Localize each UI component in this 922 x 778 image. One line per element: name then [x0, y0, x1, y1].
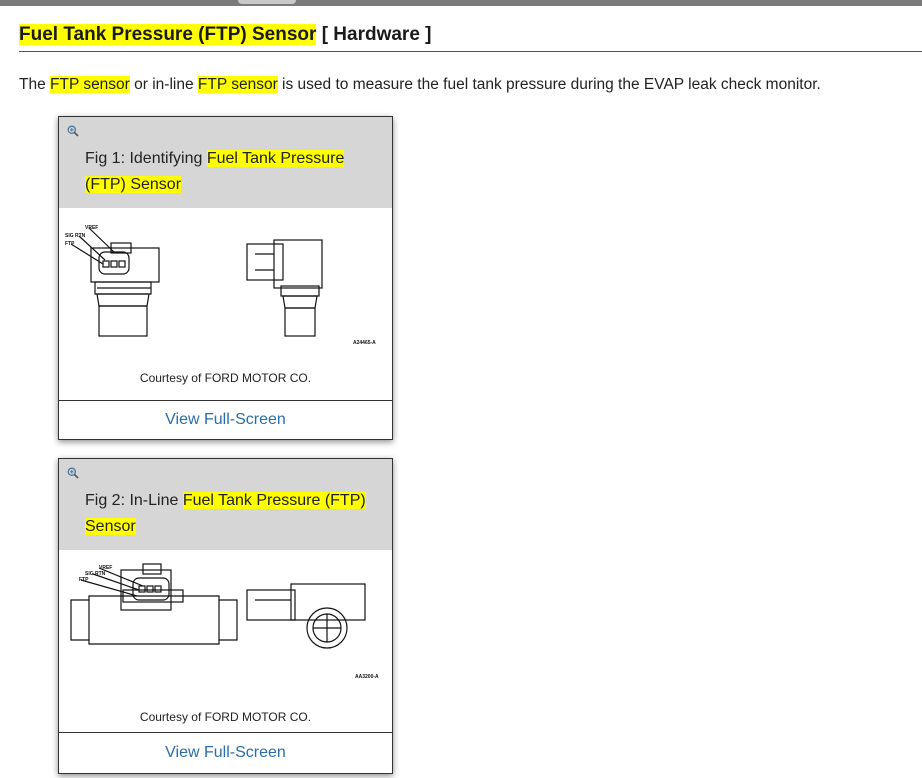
toolbar-tab[interactable] — [238, 0, 296, 4]
figure-title: Fig 2: In-Line Fuel Tank Pressure (FTP) S… — [59, 459, 392, 540]
figure-credit: Courtesy of FORD MOTOR CO. — [139, 710, 312, 724]
intro-paragraph: The FTP sensor or in-line FTP sensor is … — [19, 76, 821, 94]
figure-header: Fig 1: Identifying Fuel Tank Pressure (FT… — [59, 117, 392, 208]
ftp-sensor-diagram: VREF SIG RTN FTP A24465-A — [65, 225, 376, 346]
top-toolbar-strip — [0, 0, 922, 6]
section-heading: Fuel Tank Pressure (FTP) Sensor [ Hardwa… — [19, 24, 922, 52]
figure-code: AA3200-A — [355, 674, 379, 680]
callout-vref: VREF — [85, 225, 98, 231]
figure-title: Fig 1: Identifying Fuel Tank Pressure (FT… — [59, 117, 392, 198]
zoom-in-icon[interactable] — [67, 467, 79, 479]
figure-code: A24465-A — [353, 340, 376, 346]
figure-title-highlight: Fuel Tank Pressure (FTP) — [182, 492, 366, 509]
intro-highlight: FTP sensor — [197, 76, 278, 93]
figure-title-prefix: Fig 1: Identifying — [85, 150, 207, 167]
figure-card-2: Fig 2: In-Line Fuel Tank Pressure (FTP) S… — [58, 458, 393, 774]
callout-ftp: FTP — [65, 241, 75, 247]
view-full-screen-link[interactable]: View Full-Screen — [59, 732, 392, 773]
callout-vref: VREF — [99, 565, 112, 571]
callout-ftp: FTP — [79, 577, 89, 583]
figure-header: Fig 2: In-Line Fuel Tank Pressure (FTP) S… — [59, 459, 392, 550]
figure-title-highlight: Sensor — [85, 518, 136, 535]
figure-title-highlight: (FTP) Sensor — [85, 176, 182, 193]
figure-title-highlight: Fuel Tank Pressure — [206, 150, 345, 167]
zoom-in-icon[interactable] — [67, 125, 79, 137]
callout-sig-rtn: SIG RTN — [85, 571, 106, 577]
heading-tag: [ Hardware ] — [321, 24, 432, 45]
intro-text: The — [19, 76, 51, 93]
figure-title-prefix: Fig 2: In-Line — [85, 492, 183, 509]
figure-card-1: Fig 1: Identifying Fuel Tank Pressure (FT… — [58, 116, 393, 440]
callout-sig-rtn: SIG RTN — [65, 233, 86, 239]
heading-title: Fuel Tank Pressure (FTP) Sensor — [19, 24, 317, 45]
intro-text: or in-line — [129, 76, 198, 93]
intro-text: is used to measure the fuel tank pressur… — [277, 76, 821, 93]
figure-credit: Courtesy of FORD MOTOR CO. — [139, 371, 312, 385]
inline-ftp-sensor-diagram: VREF SIG RTN FTP AA3200-A — [70, 563, 379, 680]
view-full-screen-link[interactable]: View Full-Screen — [59, 400, 392, 439]
intro-highlight: FTP sensor — [50, 76, 130, 93]
